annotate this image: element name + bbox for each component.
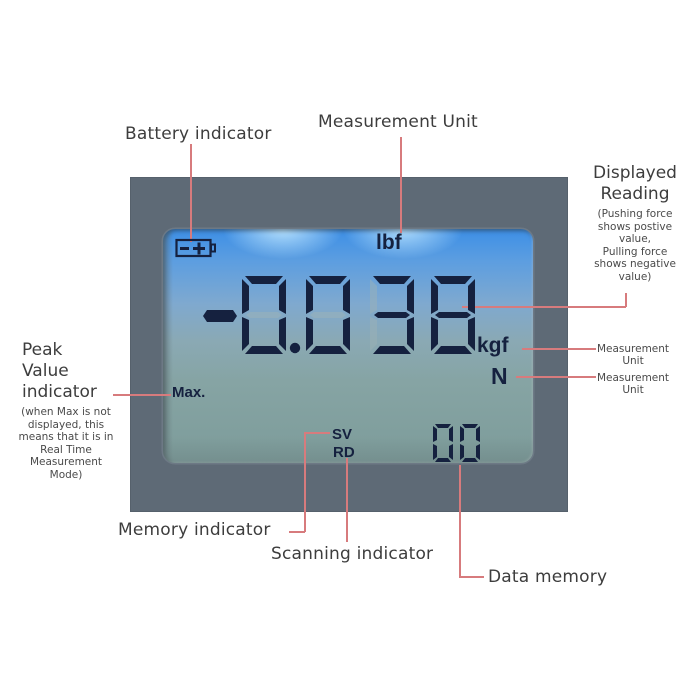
decimal-point	[289, 342, 301, 354]
reading-digit-3	[364, 274, 420, 356]
peak-max-indicator: Max.	[172, 384, 206, 401]
data-memory-digit-2	[458, 423, 482, 463]
battery-icon	[175, 238, 217, 262]
data-memory-digit-1	[431, 423, 455, 463]
callout-line-data-memory-v	[459, 465, 461, 577]
unit-kgf-indicator: kgf	[477, 334, 509, 357]
label-displayed-reading-note: (Pushing force shows postive value, Pull…	[594, 208, 676, 283]
label-battery-indicator: Battery indicator	[125, 124, 272, 144]
callout-line-battery	[190, 144, 192, 242]
callout-line-reading-h	[462, 306, 626, 308]
label-data-memory: Data memory	[488, 567, 608, 587]
callout-line-reading-v	[625, 293, 627, 307]
callout-line-kgf	[522, 348, 596, 350]
callout-line-peak	[113, 394, 171, 396]
callout-line-data-memory-h	[459, 576, 484, 578]
callout-line-memory-h2	[289, 531, 305, 533]
label-measurement-unit-kgf: Measurement Unit	[596, 343, 670, 367]
callout-line-unit-top	[400, 137, 402, 233]
label-peak-value-note: (when Max is not displayed, this means t…	[18, 406, 114, 481]
reading-digit-4	[425, 274, 481, 356]
minus-sign-segment	[203, 310, 237, 322]
reading-digit-1	[236, 274, 292, 356]
unit-lbf-indicator: lbf	[376, 231, 402, 254]
label-memory-indicator: Memory indicator	[118, 520, 271, 540]
reading-digit-2	[300, 274, 356, 356]
callout-line-memory-v	[304, 432, 306, 532]
label-scanning-indicator: Scanning indicator	[271, 544, 434, 564]
label-measurement-unit-n: Measurement Unit	[596, 372, 670, 396]
label-peak-value-indicator: Peak Value indicator	[22, 340, 97, 402]
callout-line-scanning	[346, 458, 348, 542]
label-measurement-unit-top: Measurement Unit	[318, 112, 478, 132]
scanning-rd-indicator: RD	[333, 444, 355, 461]
unit-n-indicator: N	[491, 363, 508, 389]
label-displayed-reading: Displayed Reading	[593, 163, 677, 204]
callout-line-memory-h1	[304, 432, 330, 434]
callout-line-n	[516, 376, 596, 378]
memory-sv-indicator: SV	[332, 426, 353, 443]
